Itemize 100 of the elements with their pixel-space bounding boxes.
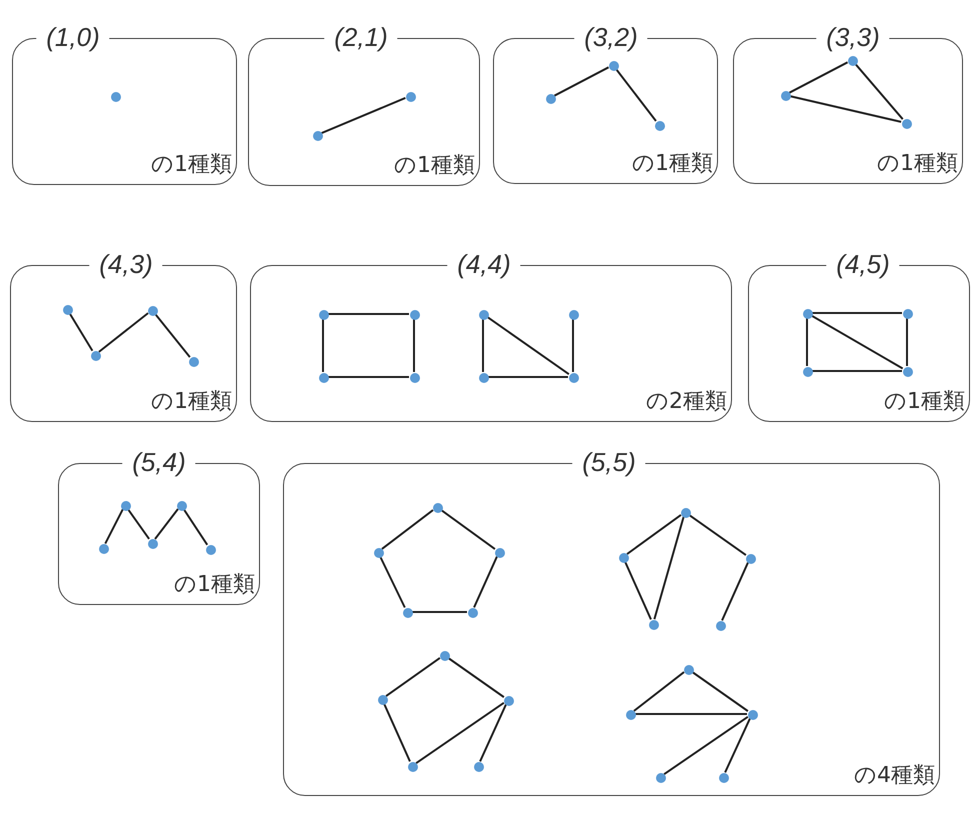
vertex-dot	[479, 373, 489, 383]
vertex-dot	[848, 56, 858, 66]
vertex-dot	[479, 310, 489, 320]
vertex-dot	[403, 608, 413, 618]
graph-edge	[127, 508, 150, 540]
vertex-dot	[148, 539, 158, 549]
count-label: の1種類	[174, 572, 255, 598]
graph-edge	[383, 703, 411, 762]
graph-edge	[854, 63, 904, 120]
vertex-dot	[626, 710, 636, 720]
vertex-dot	[719, 773, 729, 783]
graph-edge	[664, 716, 748, 775]
vertex-dot	[468, 608, 478, 618]
count-label: の1種類	[877, 151, 958, 177]
graph-edge	[328, 313, 409, 315]
vertex-dot	[803, 367, 813, 377]
graph-edge	[322, 319, 324, 372]
vertex-dot	[408, 762, 418, 772]
graph-edge	[788, 61, 848, 94]
vertex-dot	[681, 508, 691, 518]
graph-edge	[479, 704, 507, 762]
graph-edge	[98, 312, 149, 353]
vertex-dot	[655, 121, 665, 131]
count-label: の1種類	[884, 389, 965, 415]
graph-edge	[692, 671, 748, 712]
count-label: の1種類	[632, 151, 713, 177]
graph-edge	[688, 514, 746, 556]
graph-edge	[635, 713, 747, 715]
graph-edge	[386, 657, 440, 697]
graph-edge	[381, 509, 434, 550]
graph-edge	[724, 718, 751, 773]
vertex-dot	[91, 351, 101, 361]
vertex-dot	[748, 710, 758, 720]
graph-edge	[412, 611, 467, 613]
graph-edge	[379, 556, 406, 608]
count-label: の2種類	[646, 389, 727, 415]
vertex-dot	[206, 545, 216, 555]
vertex-dot	[619, 553, 629, 563]
graph-edge	[154, 313, 191, 358]
graph-edge	[806, 318, 808, 366]
vertex-dot	[313, 131, 323, 141]
count-label: の1種類	[151, 152, 232, 178]
vertex-dot	[569, 373, 579, 383]
vertex-dot	[903, 367, 913, 377]
graph-edge	[488, 376, 568, 378]
vertex-dot	[378, 695, 388, 705]
vertex-dot	[569, 310, 579, 320]
vertex-dot	[410, 373, 420, 383]
vertex-dot	[684, 665, 694, 675]
vertex-dot	[148, 306, 158, 316]
count-label: の4種類	[854, 763, 935, 789]
vertex-dot	[440, 651, 450, 661]
graph-edge	[416, 702, 504, 764]
graph-edge	[154, 508, 179, 540]
vertex-dot	[121, 501, 131, 511]
vertex-dot	[504, 696, 514, 706]
vertex-dot	[716, 621, 726, 631]
vertex-dot	[474, 762, 484, 772]
graph-edge	[328, 376, 409, 378]
count-label: の1種類	[394, 153, 475, 179]
vertex-dot	[902, 119, 912, 129]
vertex-dot	[406, 92, 416, 102]
vertex-dot	[63, 305, 73, 315]
vertex-dot	[609, 61, 619, 71]
graph-edge	[448, 657, 504, 698]
vertex-dot	[656, 773, 666, 783]
graph-edge	[624, 561, 652, 620]
graph-edge	[440, 509, 496, 550]
vertex-dot	[803, 309, 813, 319]
graph-edge	[473, 556, 498, 608]
graph-edge	[413, 319, 415, 372]
vertex-dot	[495, 548, 505, 558]
graph-edge	[810, 314, 904, 370]
vertex-dot	[319, 310, 329, 320]
graph-edge	[182, 508, 208, 546]
graph-edge	[321, 97, 406, 134]
graph-edge	[482, 319, 484, 372]
graph-edge	[906, 318, 908, 366]
vertex-dot	[546, 94, 556, 104]
graph-edge	[486, 316, 570, 375]
graph-edge	[653, 516, 685, 620]
graph-edge	[812, 370, 902, 372]
vertex-dot	[781, 91, 791, 101]
graph-edge	[626, 514, 682, 555]
graph-edge	[790, 95, 902, 123]
graph-edge	[104, 509, 124, 544]
vertex-dot	[410, 310, 420, 320]
vertex-dot	[374, 548, 384, 558]
graph-edge	[615, 68, 657, 122]
graph-edge	[572, 319, 574, 372]
vertex-dot	[111, 92, 121, 102]
vertex-dot	[319, 373, 329, 383]
vertex-dot	[189, 357, 199, 367]
vertex-dot	[99, 544, 109, 554]
graph-edge	[554, 66, 610, 97]
vertex-dot	[746, 554, 756, 564]
vertex-dot	[903, 309, 913, 319]
vertex-dot	[649, 620, 659, 630]
graph-edge	[812, 312, 902, 314]
graph-edge	[721, 562, 749, 621]
